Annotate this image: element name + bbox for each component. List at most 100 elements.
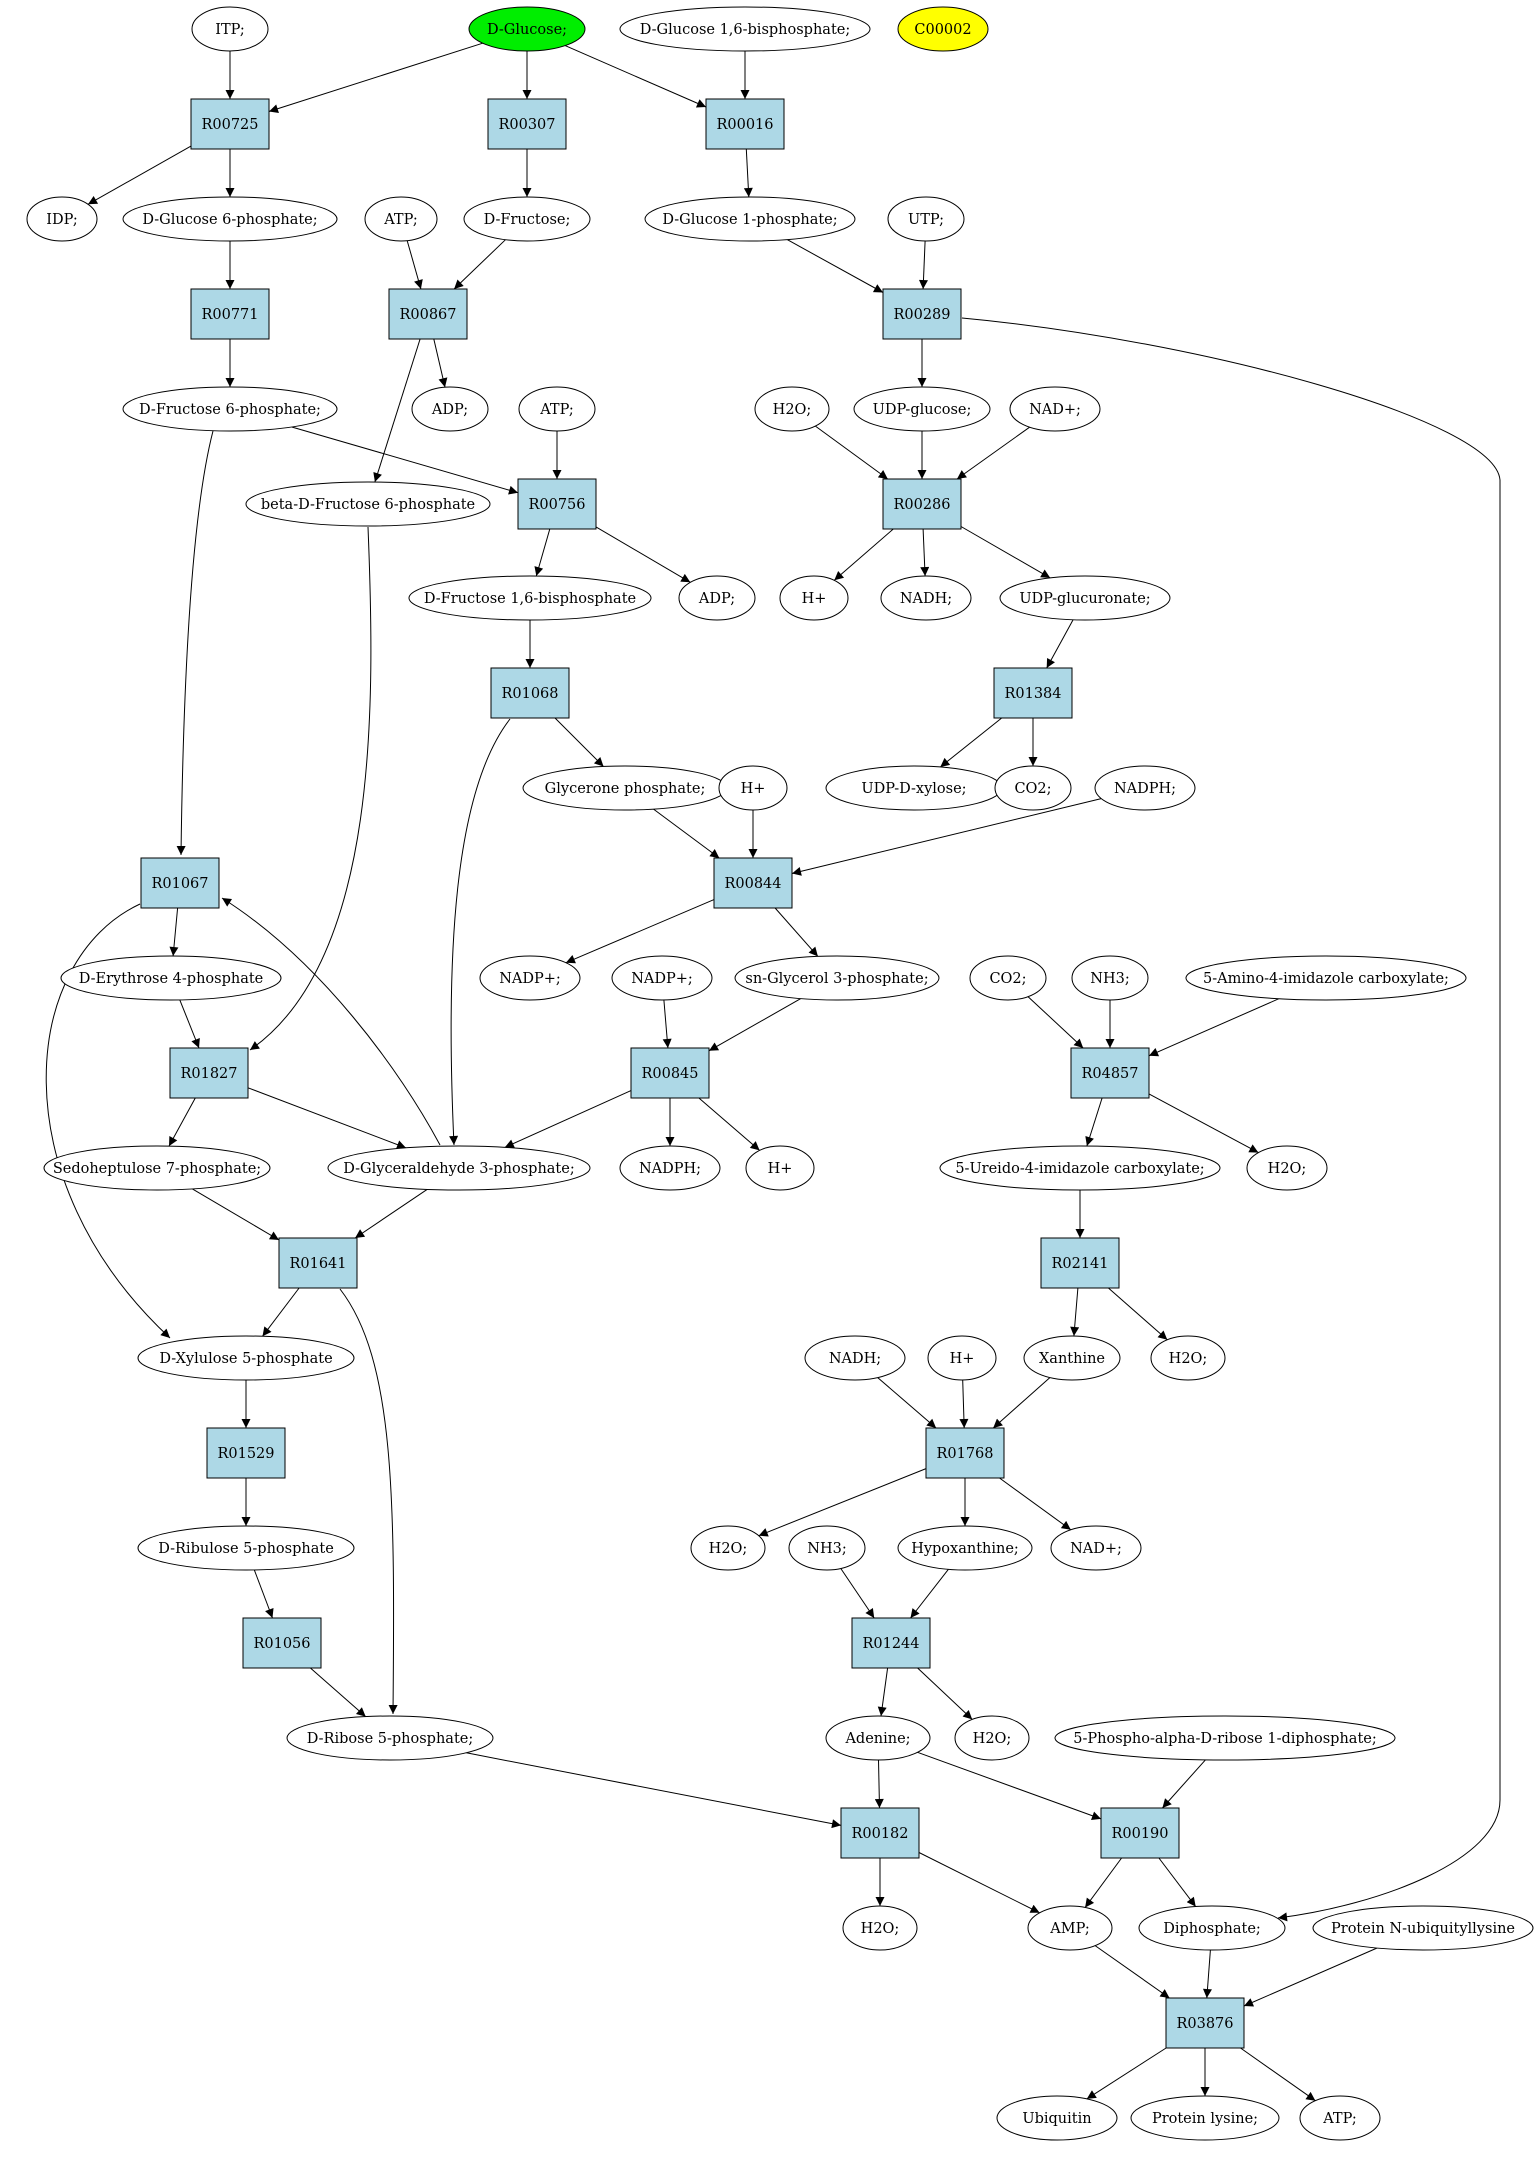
compound-node-hplus2[interactable]: H+ [718, 765, 788, 811]
reaction-node-r02141[interactable]: R02141 [1040, 1237, 1120, 1289]
reaction-node-r00182[interactable]: R00182 [840, 1807, 920, 1859]
compound-node-protub[interactable]: Protein N-ubiquityllysine [1312, 1905, 1534, 1951]
compound-node-f6p[interactable]: D-Fructose 6-phosphate; [122, 386, 338, 432]
reaction-node-r01068[interactable]: R01068 [490, 667, 570, 719]
reaction-node-r01768[interactable]: R01768 [925, 1427, 1005, 1479]
compound-node-bf6p[interactable]: beta-D-Fructose 6-phosphate [245, 481, 491, 527]
compound-node-utp[interactable]: UTP; [887, 196, 965, 242]
compound-node-adenine[interactable]: Adenine; [825, 1715, 931, 1761]
compound-node-atp1[interactable]: ATP; [364, 196, 438, 242]
compound-node-adp2[interactable]: ADP; [678, 575, 756, 621]
compound-node-ga3p[interactable]: D-Glyceraldehyde 3-phosphate; [327, 1145, 591, 1191]
reaction-node-r01827[interactable]: R01827 [169, 1047, 249, 1099]
reaction-node-r00725[interactable]: R00725 [190, 98, 270, 150]
compound-node-glucose[interactable]: D-Glucose; [468, 6, 586, 52]
compound-node-s7p[interactable]: Sedoheptulose 7-phosphate; [43, 1145, 271, 1191]
compound-node-hypox[interactable]: Hypoxanthine; [897, 1525, 1033, 1571]
compound-node-xanthine[interactable]: Xanthine [1023, 1335, 1121, 1381]
compound-node-amp[interactable]: AMP; [1027, 1905, 1113, 1951]
compound-node-idp[interactable]: IDP; [26, 196, 98, 242]
compound-node-g16bp[interactable]: D-Glucose 1,6-bisphosphate; [619, 6, 871, 52]
compound-node-co2a[interactable]: CO2; [994, 765, 1072, 811]
reaction-node-r00016[interactable]: R00016 [705, 98, 785, 150]
compound-node-h2o3[interactable]: H2O; [1150, 1335, 1226, 1381]
compound-node-nadph2[interactable]: NADPH; [619, 1145, 721, 1191]
compound-node-h2o2[interactable]: H2O; [1246, 1145, 1328, 1191]
compound-shape [853, 386, 991, 432]
compound-label: D-Glucose; [487, 22, 567, 38]
reaction-node-r01529[interactable]: R01529 [206, 1427, 286, 1479]
reaction-node-r01056[interactable]: R01056 [242, 1617, 322, 1669]
compound-node-e4p[interactable]: D-Erythrose 4-phosphate [60, 955, 282, 1001]
compound-label: D-Fructose 6-phosphate; [139, 402, 321, 418]
compound-label: Sedoheptulose 7-phosphate; [53, 1161, 261, 1177]
compound-node-h2o4[interactable]: H2O; [690, 1525, 766, 1571]
edge-c_hypox-to-r_r01244 [910, 1568, 949, 1619]
compound-node-nh3b[interactable]: NH3; [788, 1525, 866, 1571]
reaction-node-r01244[interactable]: R01244 [851, 1617, 931, 1669]
reaction-node-r00307[interactable]: R00307 [487, 98, 567, 150]
reaction-label: R00286 [893, 497, 950, 513]
compound-shape [60, 955, 282, 1001]
compound-label: D-Xylulose 5-phosphate [159, 1351, 332, 1367]
compound-node-udpglcur[interactable]: UDP-glucuronate; [999, 575, 1171, 621]
compound-node-f16bp[interactable]: D-Fructose 1,6-bisphosphate [408, 575, 652, 621]
compound-label: D-Fructose 1,6-bisphosphate [424, 591, 636, 607]
compound-node-protlys[interactable]: Protein lysine; [1130, 2095, 1280, 2141]
compound-node-co2b[interactable]: CO2; [969, 955, 1047, 1001]
compound-node-glyp[interactable]: Glycerone phosphate; [522, 765, 728, 811]
compound-shape [1130, 2095, 1280, 2141]
compound-node-ureido[interactable]: 5-Ureido-4-imidazole carboxylate; [939, 1145, 1221, 1191]
compound-node-atp2[interactable]: ATP; [518, 386, 596, 432]
compound-node-nadh2[interactable]: NADH; [804, 1335, 906, 1381]
compound-node-udpglc[interactable]: UDP-glucose; [853, 386, 991, 432]
compound-node-nadp1[interactable]: NADP+; [479, 955, 581, 1001]
reaction-label: R02141 [1051, 1256, 1108, 1272]
compound-node-hplus1[interactable]: H+ [779, 575, 849, 621]
compound-node-aica[interactable]: 5-Amino-4-imidazole carboxylate; [1185, 955, 1467, 1001]
compound-label: Glycerone phosphate; [545, 781, 706, 797]
reaction-node-r00756[interactable]: R00756 [517, 478, 597, 530]
compound-shape [969, 955, 1047, 1001]
compound-node-sng3p[interactable]: sn-Glycerol 3-phosphate; [734, 955, 940, 1001]
compound-node-udpxyl[interactable]: UDP-D-xylose; [825, 765, 1003, 811]
reaction-node-r01067[interactable]: R01067 [140, 857, 220, 909]
compound-node-h2o1[interactable]: H2O; [754, 386, 830, 432]
compound-node-fructose[interactable]: D-Fructose; [463, 196, 591, 242]
reaction-node-r00867[interactable]: R00867 [388, 288, 468, 340]
compound-node-nad2[interactable]: NAD+; [1050, 1525, 1142, 1571]
compound-node-nadph1[interactable]: NADPH; [1094, 765, 1196, 811]
compound-node-hplus4[interactable]: H+ [927, 1335, 997, 1381]
compound-node-nh3a[interactable]: NH3; [1071, 955, 1149, 1001]
reaction-node-r00844[interactable]: R00844 [713, 857, 793, 909]
compound-node-nadh1[interactable]: NADH; [880, 575, 972, 621]
compound-node-x5p[interactable]: D-Xylulose 5-phosphate [137, 1335, 355, 1381]
compound-node-g6p[interactable]: D-Glucose 6-phosphate; [122, 196, 338, 242]
reaction-node-r00286[interactable]: R00286 [882, 478, 962, 530]
compound-node-ru5p[interactable]: D-Ribulose 5-phosphate [137, 1525, 355, 1571]
compound-node-itp[interactable]: ITP; [191, 6, 269, 52]
compound-node-hplus3[interactable]: H+ [745, 1145, 815, 1191]
reaction-node-r01641[interactable]: R01641 [278, 1237, 358, 1289]
compound-node-h2o6[interactable]: H2O; [842, 1905, 918, 1951]
compound-node-dip[interactable]: Diphosphate; [1138, 1905, 1286, 1951]
reaction-node-r03876[interactable]: R03876 [1165, 1997, 1245, 2049]
compound-node-r5p[interactable]: D-Ribose 5-phosphate; [286, 1715, 494, 1761]
compound-node-prpp[interactable]: 5-Phospho-alpha-D-ribose 1-diphosphate; [1054, 1715, 1396, 1761]
compound-node-ubiq[interactable]: Ubiquitin [996, 2095, 1118, 2141]
compound-node-g1p[interactable]: D-Glucose 1-phosphate; [644, 196, 856, 242]
compound-node-atp3[interactable]: ATP; [1299, 2095, 1381, 2141]
reaction-node-r00771[interactable]: R00771 [190, 288, 270, 340]
compound-node-h2o5[interactable]: H2O; [954, 1715, 1030, 1761]
compound-node-nadp2[interactable]: NADP+; [611, 955, 713, 1001]
compound-node-nad1[interactable]: NAD+; [1009, 386, 1101, 432]
compound-shape [842, 1905, 918, 1951]
compound-shape [897, 6, 989, 52]
compound-node-adp1[interactable]: ADP; [411, 386, 489, 432]
reaction-node-r00190[interactable]: R00190 [1100, 1807, 1180, 1859]
compound-node-c00002[interactable]: C00002 [897, 6, 989, 52]
reaction-node-r00289[interactable]: R00289 [882, 288, 962, 340]
reaction-node-r04857[interactable]: R04857 [1070, 1047, 1150, 1099]
reaction-node-r01384[interactable]: R01384 [993, 667, 1073, 719]
reaction-node-r00845[interactable]: R00845 [630, 1047, 710, 1099]
